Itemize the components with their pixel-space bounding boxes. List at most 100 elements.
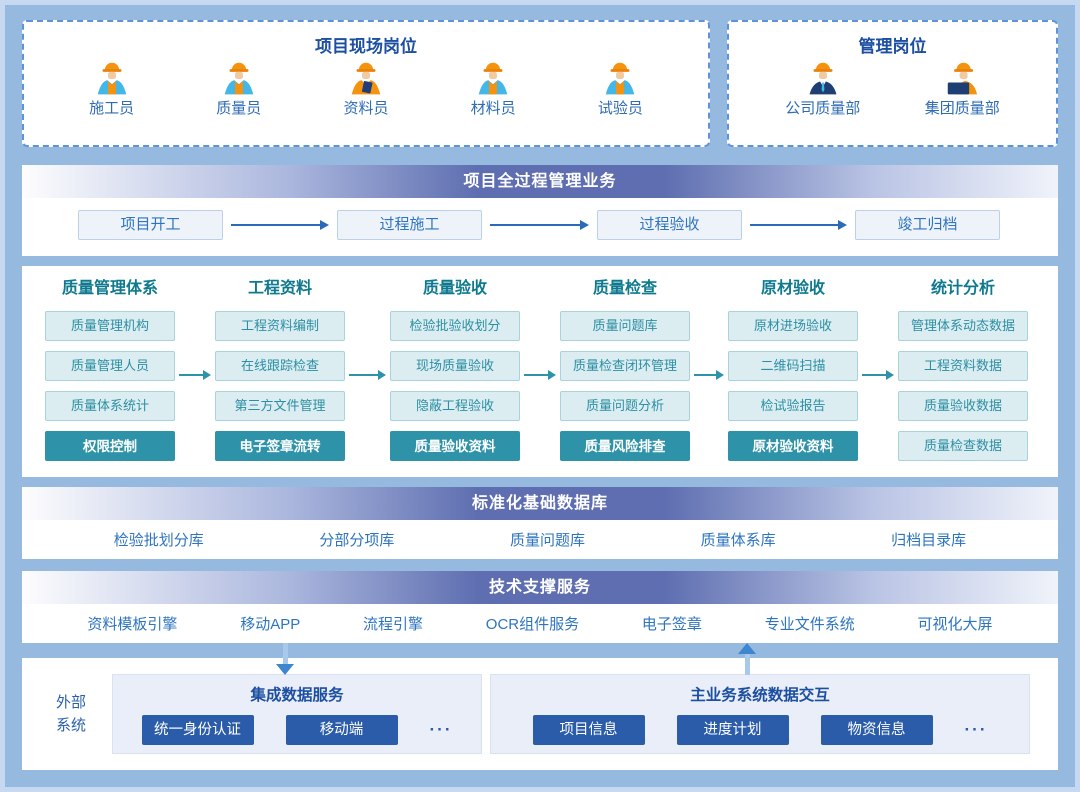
role-figure: 施工员: [89, 58, 134, 118]
database-items-row: 检验批划分库 分部分项库 质量问题库 质量体系库 归档目录库: [22, 520, 1058, 559]
module-arrow-icon: [349, 369, 386, 381]
external-system-button: 统一身份认证: [141, 715, 254, 745]
role-label: 材料员: [470, 100, 516, 117]
external-system-button: 物资信息: [820, 715, 933, 745]
module-arrow-icon: [179, 369, 211, 381]
band-item-label: 分部分项库: [319, 532, 395, 549]
site-positions-panel: 项目现场岗位 施工员 质量员 资料员 材料员 试验员: [22, 20, 710, 147]
tech-band-title: 技术支撑服务: [22, 571, 1058, 604]
role-figure: 公司质量部: [785, 58, 860, 118]
module-item: 二维码扫描: [728, 351, 858, 381]
tech-band: 技术支撑服务 资料模板引擎 移动APP 流程引擎 OCR组件服务 电子签章 专业文件系统 可…: [22, 571, 1058, 643]
band-item-label: 质量问题库: [509, 532, 585, 549]
modules-area: 质量管理体系质量管理机构质量管理人员质量体系统计权限控制工程资料工程资料编制在线…: [22, 266, 1058, 477]
module-item-highlight: 原材验收资料: [728, 431, 858, 461]
process-flow: 项目开工过程施工过程验收竣工归档: [22, 198, 1058, 256]
role-figure: 集团质量部: [925, 58, 1000, 118]
flow-arrow-icon: [231, 219, 329, 231]
external-systems-panel: 外部系统 集成数据服务 统一身份认证移动端··· 主业务系统数据交互 项目信息进…: [22, 658, 1058, 770]
module-item: 检验批验收划分: [390, 311, 520, 341]
worker-icon: [220, 58, 258, 96]
module-arrow-icon: [524, 369, 556, 381]
module-arrow-icon: [862, 369, 894, 381]
process-band: 项目全过程管理业务 项目开工过程施工过程验收竣工归档: [22, 165, 1058, 256]
module-item: 质量问题分析: [560, 391, 690, 421]
modules-band: 质量管理体系质量管理机构质量管理人员质量体系统计权限控制工程资料工程资料编制在线…: [22, 266, 1058, 477]
ellipsis-label: ···: [429, 720, 453, 739]
external-systems-label: 外部系统: [55, 694, 86, 735]
mgmt-roles-row: 公司质量部 集团质量部: [729, 58, 1056, 118]
module-item: 质量检查闭环管理: [560, 351, 690, 381]
module-item: 第三方文件管理: [215, 391, 345, 421]
module-item: 质量验收数据: [898, 391, 1028, 421]
tech-items-row: 资料模板引擎 移动APP 流程引擎 OCR组件服务 电子签章 专业文件系统 可视化大屏: [22, 604, 1058, 643]
band-item-label: OCR组件服务: [485, 616, 580, 633]
module-arrow-icon: [694, 369, 724, 381]
module-column: 工程资料工程资料编制在线跟踪检查第三方文件管理电子签章流转: [215, 266, 345, 461]
arrow-up-icon: [738, 643, 756, 675]
module-column: 统计分析管理体系动态数据工程资料数据质量验收数据质量检查数据: [898, 266, 1028, 461]
module-column: 质量验收检验批验收划分现场质量验收隐蔽工程验收质量验收资料: [390, 266, 520, 461]
band-item-label: 质量体系库: [700, 532, 776, 549]
module-item: 质量管理人员: [45, 351, 175, 381]
role-label: 集团质量部: [924, 100, 1000, 117]
laptop-manager-icon: [943, 58, 981, 96]
module-item: 检试验报告: [728, 391, 858, 421]
band-item-label: 可视化大屏: [917, 616, 993, 633]
manager-icon: [804, 58, 842, 96]
module-item-highlight: 电子签章流转: [215, 431, 345, 461]
role-label: 试验员: [597, 100, 643, 117]
business-data-exchange-panel: 主业务系统数据交互 项目信息进度计划物资信息···: [490, 674, 1030, 754]
role-label: 质量员: [216, 100, 262, 117]
role-figure: 试验员: [598, 58, 643, 118]
module-item: 在线跟踪检查: [215, 351, 345, 381]
role-figure: 资料员: [343, 58, 388, 118]
flow-step-box: 竣工归档: [855, 210, 1000, 240]
module-item: 质量检查数据: [898, 431, 1028, 461]
role-label: 施工员: [89, 100, 135, 117]
module-column-title: 质量管理体系: [61, 280, 158, 297]
module-column-title: 统计分析: [930, 280, 995, 297]
module-column: 质量管理体系质量管理机构质量管理人员质量体系统计权限控制: [45, 266, 175, 461]
ellipsis-label: ···: [964, 720, 988, 739]
database-band: 标准化基础数据库 检验批划分库 分部分项库 质量问题库 质量体系库 归档目录库: [22, 487, 1058, 559]
module-column-title: 质量验收: [422, 280, 487, 297]
database-band-title: 标准化基础数据库: [22, 487, 1058, 520]
process-band-title: 项目全过程管理业务: [22, 165, 1058, 198]
band-item-label: 检验批划分库: [113, 532, 204, 549]
module-item-highlight: 质量风险排查: [560, 431, 690, 461]
role-figure: 材料员: [471, 58, 516, 118]
module-item-highlight: 质量验收资料: [390, 431, 520, 461]
module-item: 工程资料编制: [215, 311, 345, 341]
module-item: 原材进场验收: [728, 311, 858, 341]
role-label: 资料员: [343, 100, 389, 117]
role-figure: 质量员: [216, 58, 261, 118]
external-system-button: 进度计划: [676, 715, 789, 745]
module-item: 管理体系动态数据: [898, 311, 1028, 341]
worker-icon: [474, 58, 512, 96]
flow-arrow-icon: [490, 219, 589, 231]
arrow-down-icon: [276, 643, 294, 675]
module-item: 工程资料数据: [898, 351, 1028, 381]
module-item: 质量管理机构: [45, 311, 175, 341]
module-column: 质量检查质量问题库质量检查闭环管理质量问题分析质量风险排查: [560, 266, 690, 461]
business-data-exchange-buttons: 项目信息 进度计划 物资信息 ···: [491, 715, 1029, 745]
module-item: 现场质量验收: [390, 351, 520, 381]
management-positions-panel: 管理岗位 公司质量部 集团质量部: [727, 20, 1058, 147]
band-item-label: 流程引擎: [362, 616, 423, 633]
flow-step-box: 过程验收: [597, 210, 742, 240]
band-item-label: 资料模板引擎: [87, 616, 178, 633]
mgmt-panel-title: 管理岗位: [858, 37, 927, 56]
external-system-button: 移动端: [285, 715, 398, 745]
site-panel-title: 项目现场岗位: [315, 37, 417, 56]
band-item-label: 归档目录库: [891, 532, 967, 549]
band-item-label: 专业文件系统: [764, 616, 855, 633]
module-item: 质量体系统计: [45, 391, 175, 421]
module-column-title: 原材验收: [760, 280, 825, 297]
band-item-label: 移动APP: [240, 616, 301, 633]
module-item-highlight: 权限控制: [45, 431, 175, 461]
flow-arrow-icon: [750, 219, 847, 231]
worker-icon: [601, 58, 639, 96]
band-item-label: 电子签章: [641, 616, 702, 633]
external-system-button: 项目信息: [532, 715, 645, 745]
